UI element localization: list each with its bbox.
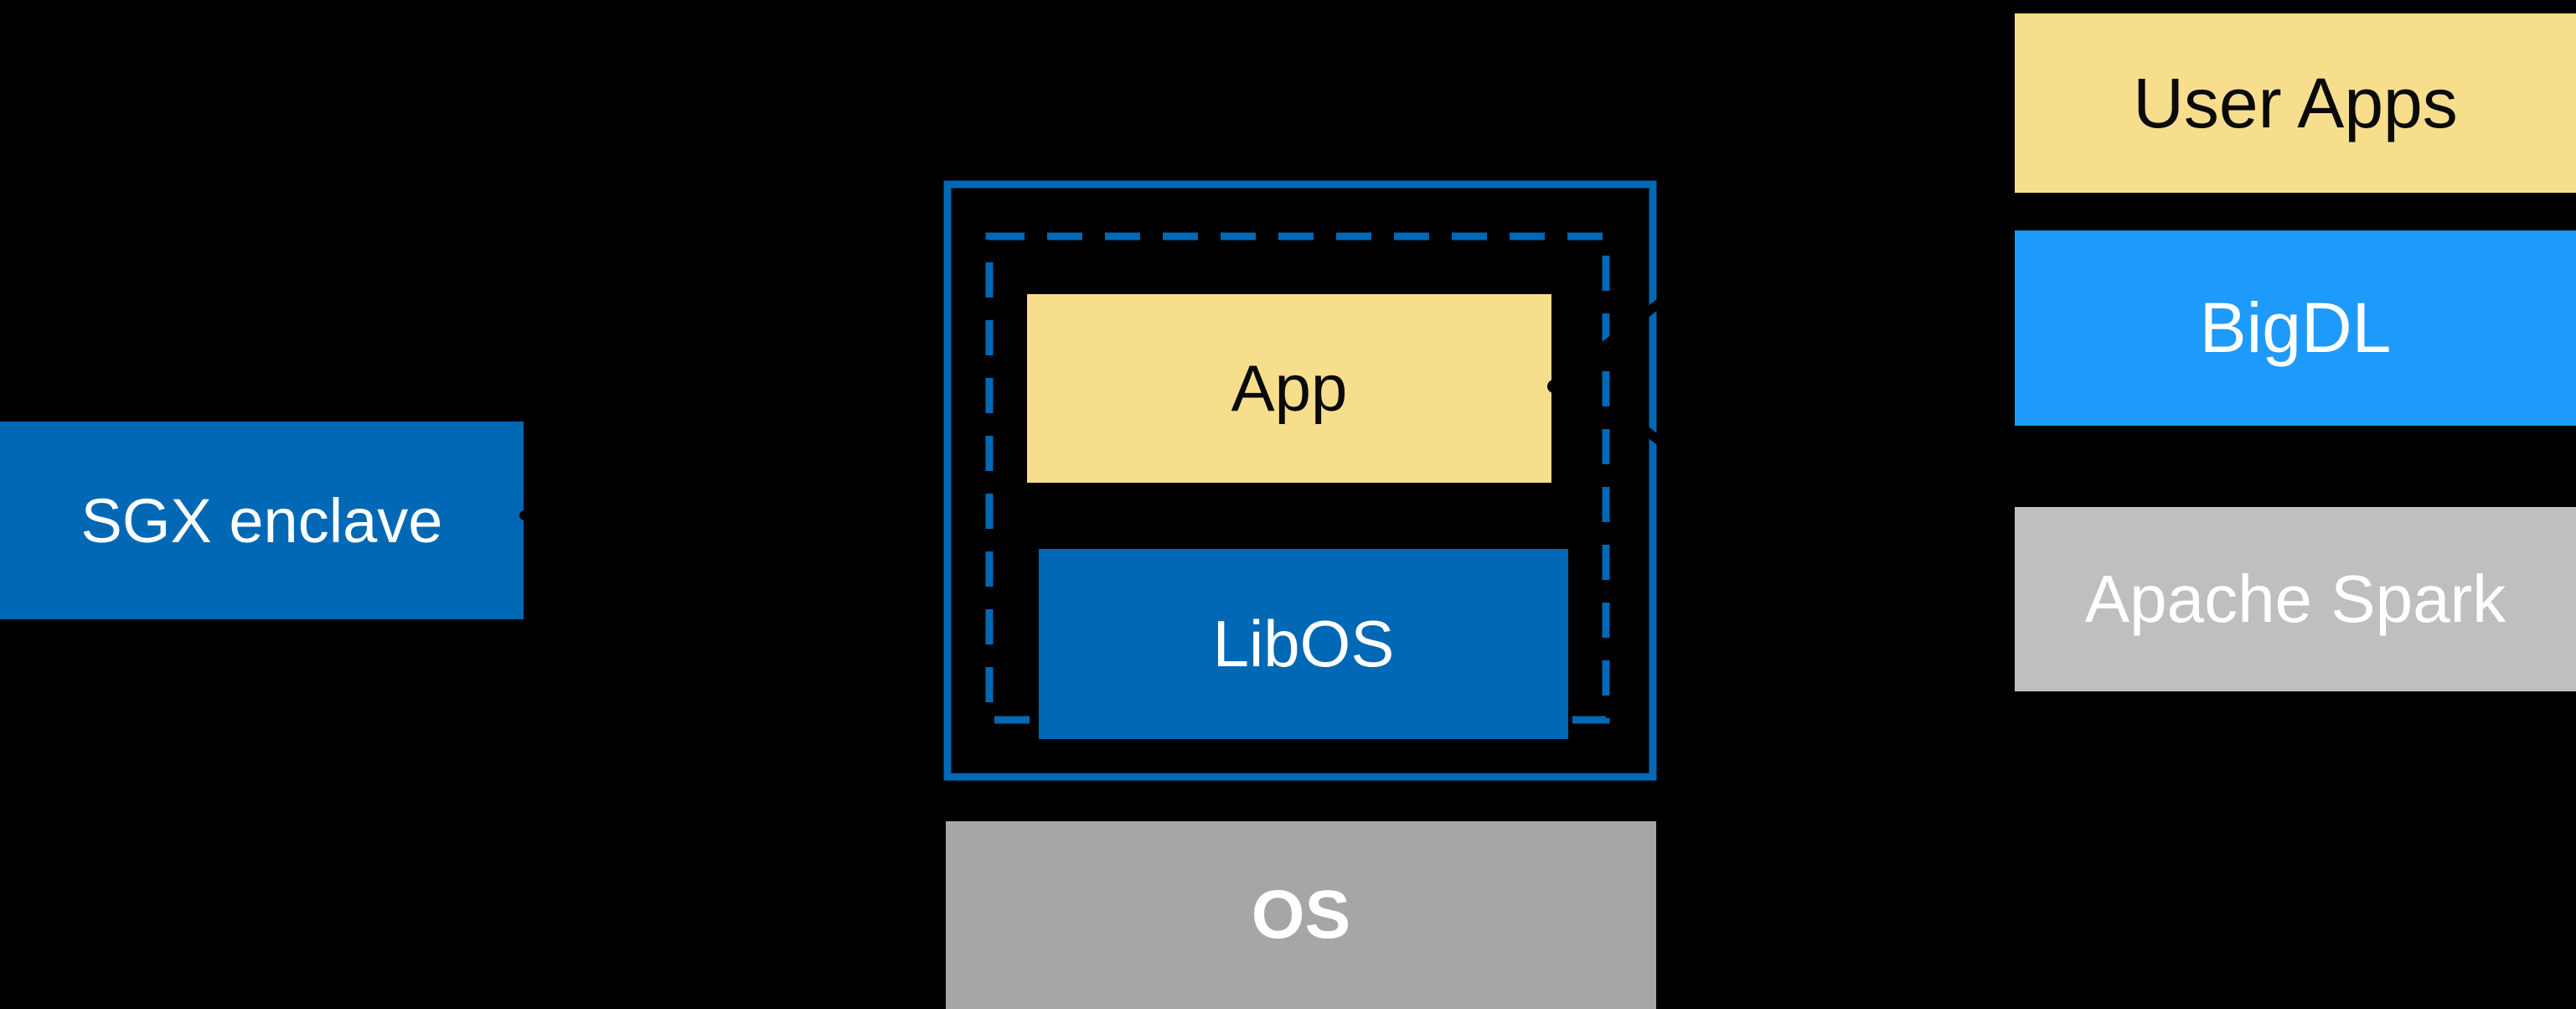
arrow-fragment-lower <box>1612 403 1719 488</box>
sgx-enclave-box: SGX enclave <box>0 422 524 619</box>
apache-spark-label: Apache Spark <box>2084 561 2506 636</box>
arrow-fragment-upper <box>1547 270 1700 392</box>
user-apps-label: User Apps <box>2133 63 2458 142</box>
bigdl-label: BigDL <box>2199 288 2392 367</box>
libos-box: LibOS <box>1039 549 1568 739</box>
app-label: App <box>1231 351 1348 425</box>
libos-label: LibOS <box>1212 607 1395 680</box>
sgx-enclave-label: SGX enclave <box>80 485 443 556</box>
user-apps-box: User Apps <box>2015 13 2576 193</box>
apache-spark-box: Apache Spark <box>2015 507 2576 691</box>
os-box: OS <box>946 821 1656 1009</box>
app-box: App <box>1027 294 1551 483</box>
os-label: OS <box>1251 877 1351 953</box>
bigdl-box: BigDL <box>2015 230 2576 426</box>
